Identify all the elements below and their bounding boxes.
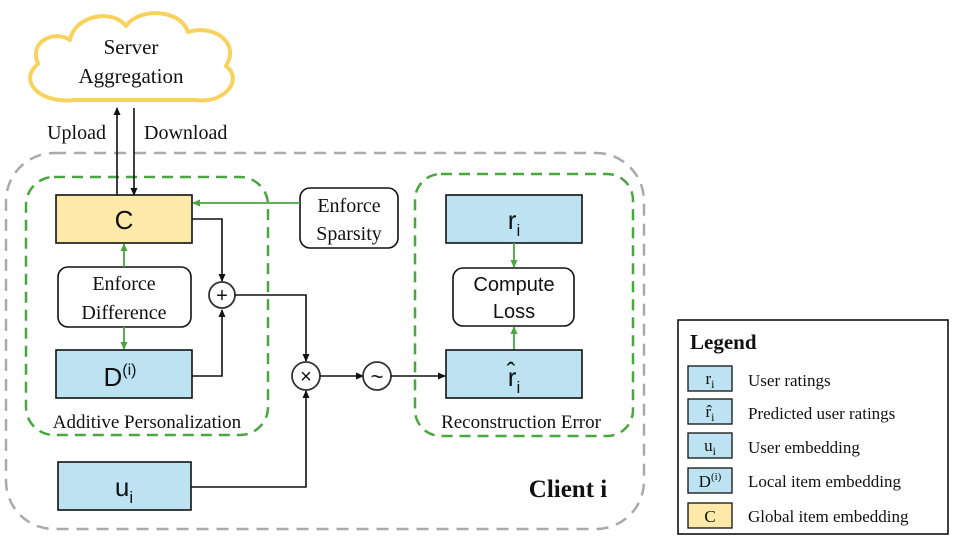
local-item-embedding-label: D(i) (104, 362, 137, 392)
legend-swatch (687, 398, 733, 425)
legend-item: ui User embedding (687, 432, 860, 459)
legend-symbol-base: r (705, 369, 711, 388)
legend-symbol-sub: i (711, 410, 715, 424)
user-embedding-base: u (115, 472, 129, 502)
global-item-embedding-label: C (115, 205, 134, 235)
plus-symbol: + (216, 285, 228, 307)
legend-symbol-sub: i (711, 377, 715, 391)
legend-symbol: D(i) (699, 471, 722, 491)
legend-swatch (687, 432, 733, 459)
compute-loss-line1: Compute (473, 274, 554, 296)
legend-symbol: ri (705, 369, 715, 391)
legend-swatch (687, 502, 733, 529)
legend-box (677, 319, 949, 535)
predicted-ratings-label: r̂i (506, 362, 520, 397)
legend-swatch (687, 467, 733, 494)
d-to-plus-connector (192, 309, 226, 377)
legend-desc: Predicted user ratings (748, 404, 895, 423)
legend-symbol-sub: i (713, 444, 717, 458)
predicted-ratings-base: r̂ (506, 362, 517, 392)
legend-desc: Global item embedding (748, 507, 909, 526)
user-to-times-connector (191, 390, 310, 488)
server-cloud (28, 11, 235, 103)
tilde-symbol: ~ (371, 364, 384, 389)
enforce-sparsity-box (299, 187, 399, 249)
user-ratings-sub: i (516, 221, 520, 240)
client-label: Client i (529, 476, 608, 503)
enforce-sparsity-line2: Sparsity (316, 223, 382, 245)
legend-title: Legend (690, 330, 757, 354)
plus-to-times-connector (235, 294, 310, 362)
client-boundary (4, 151, 646, 531)
enforce-difference-line1: Enforce (92, 273, 155, 295)
additive-personalization-group (24, 175, 270, 437)
c-to-plus-connector (192, 218, 226, 282)
reconstruction-error-group (413, 172, 635, 438)
local-item-embedding-sup: (i) (122, 362, 136, 379)
legend-item: C Global item embedding (687, 502, 909, 529)
additive-personalization-title: Additive Personalization (53, 412, 242, 433)
legend-item: r̂i Predicted user ratings (687, 398, 895, 425)
user-ratings-base: r (508, 205, 517, 235)
local-item-embedding-base: D (104, 362, 123, 392)
times-symbol: × (300, 366, 312, 388)
legend-symbol-base: r̂ (705, 402, 712, 421)
legend-symbol-base: u (704, 436, 713, 455)
user-ratings-label: ri (508, 205, 520, 240)
predicted-ratings-sub: i (516, 378, 520, 397)
enforce-sparsity-line1: Enforce (317, 195, 380, 217)
user-embedding-label: ui (115, 472, 133, 507)
legend-item: ri User ratings (687, 365, 831, 392)
legend-symbol-base: D (699, 472, 711, 491)
upload-label: Upload (47, 122, 106, 144)
legend-desc: Local item embedding (748, 472, 901, 491)
reconstruction-error-title: Reconstruction Error (441, 412, 602, 433)
user-embedding-box (57, 461, 192, 511)
legend-symbol: ui (704, 436, 717, 458)
legend-item: D(i) Local item embedding (687, 467, 901, 494)
server-label-line1: Server (104, 35, 159, 59)
legend-desc: User ratings (748, 371, 831, 390)
legend-swatch (687, 365, 733, 392)
legend-symbol: C (704, 507, 715, 526)
legend-desc: User embedding (748, 438, 860, 457)
legend-symbol: r̂i (705, 402, 715, 424)
user-ratings-box (445, 194, 583, 244)
legend-symbol-sup: (i) (711, 471, 722, 483)
download-label: Download (144, 122, 227, 144)
server-label-line2: Aggregation (79, 64, 184, 88)
enforce-difference-line2: Difference (81, 302, 166, 324)
local-item-embedding-box (55, 349, 193, 399)
user-embedding-sub: i (129, 488, 133, 507)
predicted-ratings-box (445, 349, 583, 399)
compute-loss-line2: Loss (493, 301, 535, 323)
